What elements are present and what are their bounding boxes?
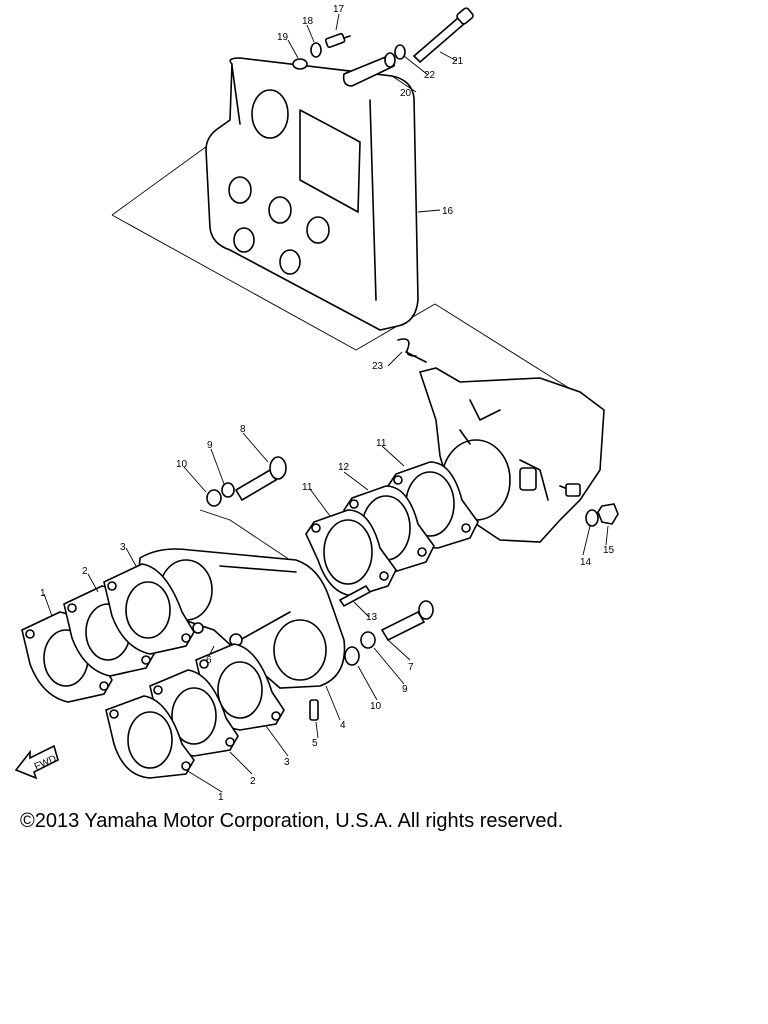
callout-14: 14 bbox=[580, 557, 592, 568]
washer-part-10-upper[interactable] bbox=[206, 489, 222, 507]
gasket-part-1-lower[interactable] bbox=[105, 695, 195, 779]
callout-3-lower: 3 bbox=[284, 757, 290, 768]
callout-21: 21 bbox=[452, 56, 464, 67]
bolt-part-8[interactable] bbox=[234, 456, 287, 502]
callout-17: 17 bbox=[333, 4, 345, 15]
callout-labels: 17 18 19 20 21 22 16 23 8 9 10 11 12 11 … bbox=[40, 4, 615, 800]
callout-19: 19 bbox=[277, 32, 289, 43]
nut-part-15[interactable] bbox=[597, 503, 619, 525]
callout-22: 22 bbox=[424, 70, 436, 81]
callout-1-lower: 1 bbox=[218, 792, 224, 800]
long-bolt-part-21[interactable] bbox=[412, 7, 474, 64]
cover-part-16[interactable] bbox=[111, 57, 605, 411]
callout-5: 5 bbox=[312, 738, 318, 749]
callout-8: 8 bbox=[240, 424, 246, 435]
callout-12: 12 bbox=[338, 462, 350, 473]
exploded-parts-diagram: FWD 17 18 19 20 21 22 16 23 8 9 10 11 12… bbox=[14, 4, 619, 800]
callout-16: 16 bbox=[442, 206, 454, 217]
callout-1-upper: 1 bbox=[40, 588, 46, 599]
washer-part-19[interactable] bbox=[292, 58, 308, 70]
washer-part-9-upper[interactable] bbox=[221, 482, 235, 498]
callout-20: 20 bbox=[400, 88, 412, 99]
washer-part-18[interactable] bbox=[310, 42, 322, 58]
forward-arrow-icon: FWD bbox=[14, 744, 59, 780]
callout-18: 18 bbox=[302, 16, 314, 27]
gasket-part-2-upper[interactable] bbox=[63, 585, 155, 677]
callout-3-upper: 3 bbox=[120, 542, 126, 553]
callout-leaders bbox=[43, 13, 609, 793]
callout-7: 7 bbox=[408, 662, 414, 673]
gasket-part-3-upper[interactable] bbox=[103, 563, 195, 655]
callout-9-upper: 9 bbox=[207, 440, 213, 451]
bolt-part-7[interactable] bbox=[380, 600, 434, 642]
callout-6: 6 bbox=[206, 655, 212, 666]
callout-2-lower: 2 bbox=[250, 776, 256, 787]
washer-part-9-lower[interactable] bbox=[360, 631, 376, 649]
callout-9-lower: 9 bbox=[402, 684, 408, 695]
o-ring-part-6[interactable] bbox=[192, 622, 243, 647]
gasket-part-1-upper[interactable] bbox=[21, 611, 113, 703]
stud-part-13[interactable] bbox=[338, 584, 372, 608]
stud-part-5[interactable] bbox=[309, 699, 319, 721]
callout-13: 13 bbox=[366, 612, 378, 623]
clip-part-23[interactable] bbox=[397, 338, 427, 363]
washer-part-14[interactable] bbox=[585, 509, 599, 527]
callout-11-upper: 11 bbox=[376, 438, 387, 449]
washer-part-10-lower[interactable] bbox=[344, 646, 360, 666]
callout-10-lower: 10 bbox=[370, 701, 382, 712]
callout-15: 15 bbox=[603, 545, 615, 556]
gasket-part-11-lower[interactable] bbox=[305, 509, 397, 597]
bolt-part-17[interactable] bbox=[324, 32, 351, 49]
spacer-part-20[interactable] bbox=[342, 52, 396, 87]
callout-23: 23 bbox=[372, 361, 384, 372]
callout-2-upper: 2 bbox=[82, 566, 88, 577]
copyright-notice: ©2013 Yamaha Motor Corporation, U.S.A. A… bbox=[20, 810, 564, 832]
washer-part-22[interactable] bbox=[394, 44, 406, 60]
callout-4: 4 bbox=[340, 720, 346, 731]
callout-11-lower: 11 bbox=[302, 482, 313, 493]
callout-10-upper: 10 bbox=[176, 459, 188, 470]
